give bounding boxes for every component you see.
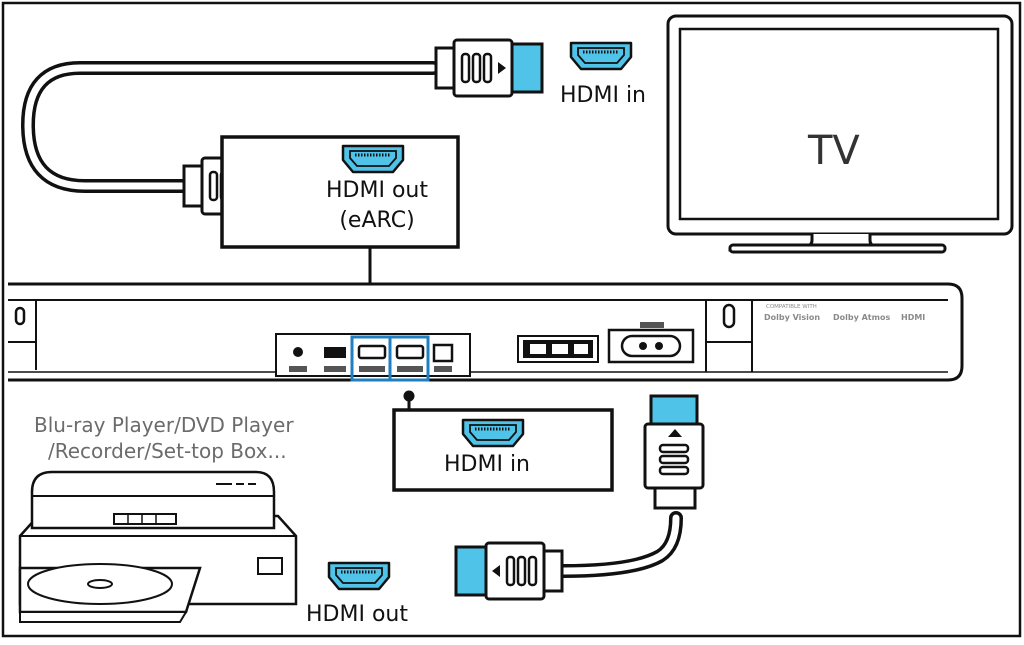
soundbar-hdmi-in-port-icon <box>395 344 425 360</box>
tv <box>666 14 1014 254</box>
source-device-label-2: /Recorder/Set-top Box... <box>48 439 287 463</box>
soundbar-out-label: HDMI out <box>326 178 428 203</box>
source-hdmi-port-icon <box>327 561 391 591</box>
badge-hdmi: HDMI <box>901 313 925 322</box>
tv-label: TV <box>808 128 860 174</box>
soundbar-out-callout <box>220 135 460 249</box>
left-mount-icon <box>14 306 26 326</box>
badge-dolby-vision: Dolby Vision <box>764 313 820 322</box>
optical-port-icon <box>432 343 454 363</box>
source-port-label: HDMI out <box>306 602 408 627</box>
power-socket-icon <box>607 322 695 364</box>
right-mount-icon <box>722 303 736 329</box>
hdmi-plug-icon-soundbar-in <box>643 394 705 510</box>
tv-hdmi-port-icon <box>569 41 633 71</box>
source-device <box>18 470 298 623</box>
soundbar-in-label: HDMI in <box>444 452 531 477</box>
tv-port-label: HDMI in <box>560 83 647 108</box>
usb-port-icon <box>324 347 346 358</box>
hdmi-plug-icon-source <box>454 541 564 601</box>
soundbar: COMPATIBLE WITH Dolby Vision Dolby Atmos… <box>8 282 964 382</box>
soundbar-earc-port-icon <box>357 344 387 360</box>
aux-port-icon <box>293 347 303 357</box>
hdmi-plug-icon-tv <box>434 38 544 98</box>
soundbar-out-label-earc: (eARC) <box>339 208 415 233</box>
source-device-label-1: Blu-ray Player/DVD Player <box>34 413 294 437</box>
rating-plate <box>517 335 599 363</box>
soundbar-in-port-icon <box>461 418 525 448</box>
soundbar-out-port-icon <box>341 144 405 174</box>
highlight-hdmi-in <box>388 335 430 382</box>
badge-dolby-atmos: Dolby Atmos <box>833 313 890 322</box>
badge-compatible: COMPATIBLE WITH <box>766 304 817 310</box>
